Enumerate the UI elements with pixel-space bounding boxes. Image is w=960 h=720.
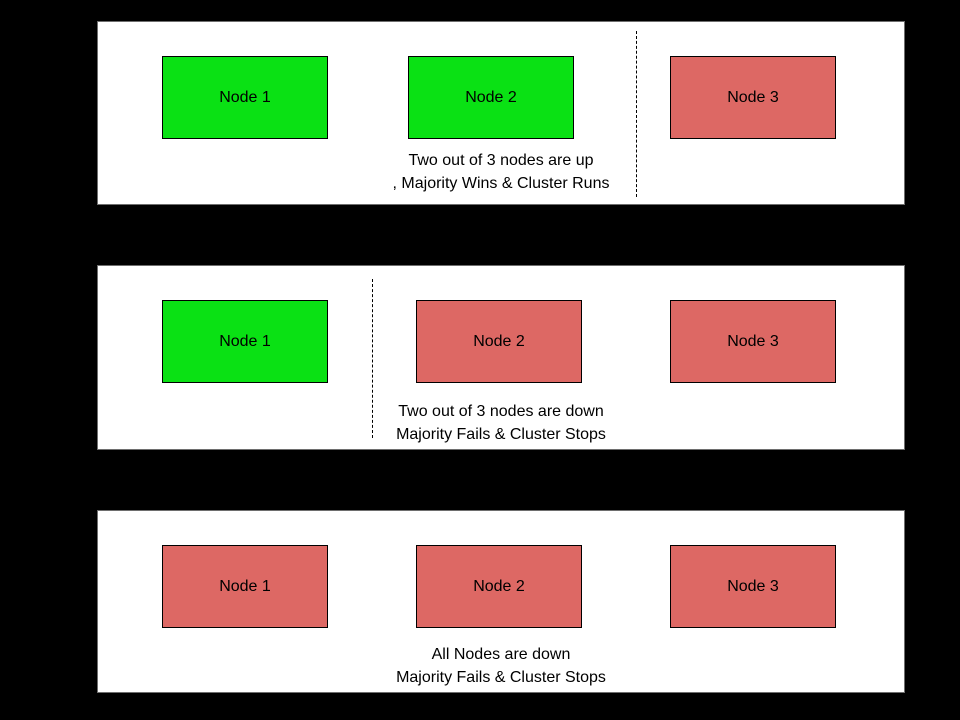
node-box: Node 2: [416, 545, 582, 628]
scenario-caption: All Nodes are down Majority Fails & Clus…: [98, 643, 904, 689]
scenario-panel-majority-up: Node 1 Node 2 Node 3 Two out of 3 nodes …: [97, 21, 905, 205]
node-label: Node 3: [727, 332, 779, 350]
scenario-panel-all-down: Node 1 Node 2 Node 3 All Nodes are down …: [97, 510, 905, 693]
node-box: Node 1: [162, 545, 328, 628]
node-label: Node 1: [219, 577, 271, 595]
scenario-panel-majority-down: Node 1 Node 2 Node 3 Two out of 3 nodes …: [97, 265, 905, 450]
node-box: Node 3: [670, 56, 836, 139]
node-label: Node 2: [473, 577, 525, 595]
partition-dashed-line: [372, 279, 373, 438]
node-label: Node 3: [727, 88, 779, 106]
node-box: Node 3: [670, 300, 836, 383]
node-label: Node 3: [727, 577, 779, 595]
caption-line-1: Two out of 3 nodes are down: [398, 403, 604, 420]
node-box: Node 1: [162, 56, 328, 139]
scenario-caption: Two out of 3 nodes are up , Majority Win…: [98, 149, 904, 195]
node-label: Node 2: [465, 88, 517, 106]
node-label: Node 2: [473, 332, 525, 350]
scenario-caption: Two out of 3 nodes are down Majority Fai…: [98, 400, 904, 446]
caption-line-2: Majority Fails & Cluster Stops: [396, 669, 606, 686]
node-label: Node 1: [219, 332, 271, 350]
node-box: Node 1: [162, 300, 328, 383]
caption-line-2: , Majority Wins & Cluster Runs: [392, 175, 610, 192]
node-box: Node 2: [416, 300, 582, 383]
caption-line-1: All Nodes are down: [431, 646, 571, 663]
node-box: Node 3: [670, 545, 836, 628]
node-label: Node 1: [219, 88, 271, 106]
caption-line-1: Two out of 3 nodes are up: [408, 152, 594, 169]
caption-line-2: Majority Fails & Cluster Stops: [396, 426, 606, 443]
node-box: Node 2: [408, 56, 574, 139]
partition-dashed-line: [636, 31, 637, 197]
